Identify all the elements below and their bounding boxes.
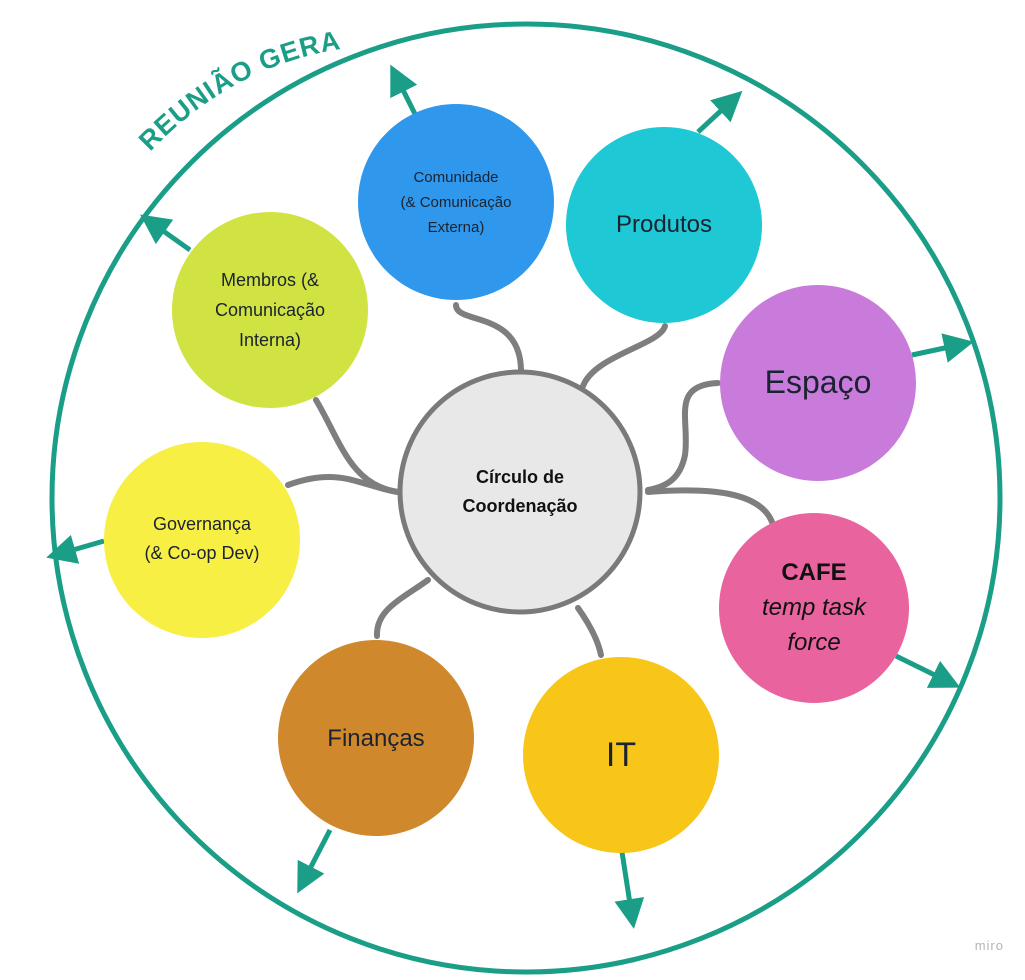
node-espaco: Espaço bbox=[720, 285, 916, 481]
node-comunidade-circle bbox=[358, 104, 554, 300]
node-membros-circle bbox=[172, 212, 368, 408]
node-membros: Membros (& Comunicação Interna) bbox=[172, 212, 368, 408]
arrow-membros bbox=[140, 214, 192, 253]
node-circulo-coordenacao: Círculo de Coordenação bbox=[397, 369, 643, 615]
miro-watermark: miro bbox=[975, 938, 1004, 953]
node-financas-line-1: Finanças bbox=[327, 725, 424, 752]
connector-it bbox=[575, 605, 604, 658]
node-comunidade-line-2: (& Comunicação bbox=[401, 194, 512, 211]
connector-comunidade bbox=[453, 302, 524, 373]
node-espaco-line-1: Espaço bbox=[765, 364, 872, 400]
node-governanca: Governança (& Co-op Dev) bbox=[104, 442, 300, 638]
node-cafe-circle bbox=[719, 513, 909, 703]
node-governanca-circle bbox=[104, 442, 300, 638]
node-it: IT bbox=[523, 657, 719, 853]
node-governanca-line-2: (& Co-op Dev) bbox=[144, 543, 259, 563]
node-membros-line-3: Interna) bbox=[239, 330, 301, 350]
node-produtos: Produtos bbox=[566, 127, 762, 323]
node-espaco-circle bbox=[720, 285, 916, 481]
arrow-it bbox=[614, 851, 645, 929]
node-membros-line-2: Comunicação bbox=[215, 300, 325, 320]
node-comunidade: Comunidade (& Comunicação Externa) bbox=[358, 104, 554, 300]
node-financas-circle bbox=[278, 640, 474, 836]
center-label-line-1: Círculo de bbox=[476, 467, 564, 487]
connector-produtos bbox=[580, 323, 668, 389]
node-cafe: CAFE temp task force bbox=[719, 513, 909, 703]
node-produtos-line-1: Produtos bbox=[616, 211, 712, 238]
connector-membros bbox=[313, 397, 401, 495]
connector-espaco bbox=[645, 380, 721, 493]
node-comunidade-line-1: Comunidade bbox=[413, 169, 498, 186]
center-label-line-2: Coordenação bbox=[462, 496, 577, 516]
arrow-cafe bbox=[894, 653, 961, 688]
node-it-circle bbox=[523, 657, 719, 853]
arrow-comunidade bbox=[390, 64, 421, 122]
outer-ring-label: REUNIÃO GERAL bbox=[0, 0, 343, 156]
node-cafe-line-1: CAFE bbox=[781, 559, 846, 586]
node-membros-line-1: Membros (& bbox=[221, 270, 319, 290]
outer-ring bbox=[49, 21, 1003, 975]
connector-financas bbox=[373, 577, 431, 639]
arrow-espaco bbox=[911, 333, 974, 363]
connector-cafe bbox=[645, 487, 775, 525]
node-it-line-1: IT bbox=[606, 736, 636, 774]
node-cafe-line-3: force bbox=[787, 629, 840, 656]
node-cafe-line-2: temp task bbox=[762, 594, 868, 621]
node-financas: Finanças bbox=[278, 640, 474, 836]
arrow-governanca bbox=[46, 534, 105, 564]
node-governanca-line-1: Governança bbox=[153, 514, 252, 534]
node-comunidade-line-3: Externa) bbox=[428, 219, 485, 236]
connectors bbox=[285, 302, 775, 658]
arrow-financas bbox=[297, 828, 333, 894]
arrow-produtos bbox=[696, 90, 743, 134]
outward-arrows bbox=[46, 64, 974, 929]
center-circle bbox=[397, 369, 643, 615]
node-produtos-circle bbox=[566, 127, 762, 323]
